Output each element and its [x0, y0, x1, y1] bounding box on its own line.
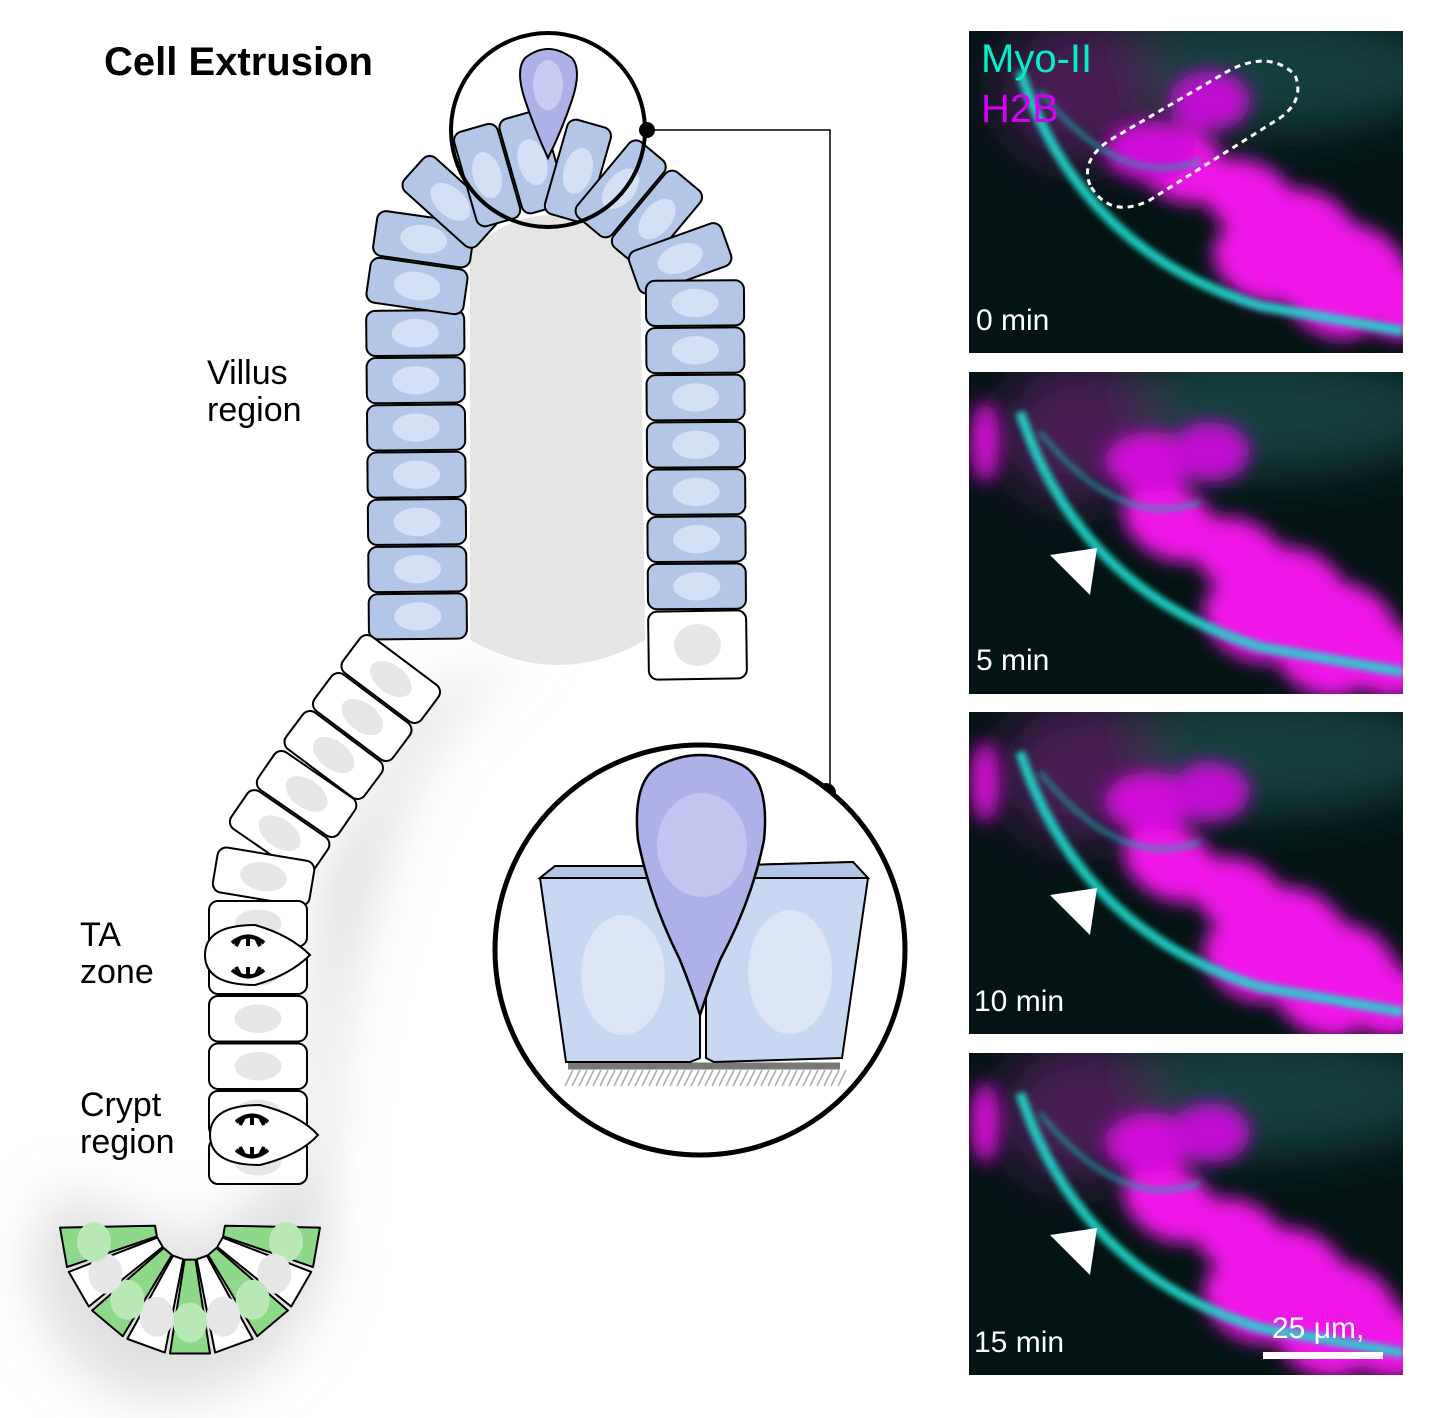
crypt-cell [91, 1247, 173, 1338]
epithelial-cell [340, 633, 442, 725]
epithelial-cell [365, 256, 469, 316]
panel-time-label: 5 min [976, 644, 1049, 677]
epithelial-cell [627, 222, 733, 295]
crypt-cell [222, 1221, 321, 1269]
epithelial-cell [208, 1042, 308, 1090]
villus-label-line1: Villus [207, 354, 288, 392]
epithelial-cell [366, 450, 467, 499]
microscopy-panels [969, 31, 1403, 1375]
crypt-cell [207, 1247, 289, 1338]
epithelial-cell [645, 420, 747, 469]
epithelial-cell [211, 846, 316, 907]
epithelial-cell [366, 497, 468, 546]
epithelium-cells [59, 109, 748, 1355]
epithelial-cell [367, 545, 468, 594]
microscopy-panel [969, 712, 1403, 1034]
scale-bar-label: 25 μm, [1272, 1312, 1364, 1345]
connector-dot [639, 122, 655, 138]
crypt-cell [59, 1221, 158, 1269]
legend-h2b: H2B [981, 87, 1059, 131]
epithelial-cell [543, 118, 612, 224]
microscopy-panel [969, 31, 1403, 353]
panel-time-label: 15 min [974, 1326, 1064, 1359]
ta-label-line1: TA [80, 916, 121, 954]
arrowhead-icon [1050, 888, 1097, 935]
epithelial-cell [366, 403, 467, 452]
crypt-cell [126, 1254, 185, 1354]
panel-time-label: 10 min [974, 985, 1064, 1018]
epithelial-cell [365, 356, 466, 405]
villus-label-line2: region [207, 391, 302, 429]
epithelial-cell [645, 326, 746, 375]
chromosome-icon [234, 1146, 270, 1159]
extruding-cell-outline [1086, 59, 1300, 209]
crypt-cell [216, 1236, 313, 1308]
epithelial-cell [646, 515, 747, 564]
legend-myo-ii: Myo-II [981, 37, 1092, 81]
arrowhead-icon [1050, 548, 1097, 595]
epithelial-cell [208, 994, 308, 1043]
epithelial-cell [365, 309, 466, 358]
microscopy-panel [969, 372, 1403, 694]
epithelial-cell [311, 672, 413, 763]
figure-title: Cell Extrusion [104, 40, 373, 84]
chromosome-icon [234, 1113, 270, 1126]
crypt-cell [168, 1258, 212, 1355]
epithelial-cell [645, 373, 746, 422]
chromosome-icon [230, 934, 266, 947]
ta-label-line2: zone [80, 953, 154, 991]
microscopy-panel [969, 1053, 1403, 1375]
crypt-label-line2: region [80, 1123, 175, 1161]
extruding-cell [519, 48, 578, 161]
epithelial-cell [255, 749, 358, 839]
epithelial-cell [610, 169, 703, 269]
epithelial-cell [647, 609, 748, 681]
panel-time-label: 0 min [976, 304, 1049, 337]
dividing-cell-ta [203, 923, 312, 987]
extrusion-zoom-inset [492, 742, 908, 1158]
epithelial-cell [644, 279, 746, 327]
crypt-label-line1: Crypt [80, 1086, 162, 1124]
arrowhead-icon [1050, 1228, 1097, 1275]
epithelial-cell [646, 468, 747, 516]
epithelial-cell [228, 789, 331, 878]
epithelial-cell [283, 710, 384, 801]
crypt-cell [67, 1236, 164, 1308]
epithelial-cell [646, 562, 747, 611]
crypt-cell [195, 1254, 254, 1354]
connector-line [647, 129, 831, 793]
chromosome-icon [230, 966, 266, 979]
scale-bar [1263, 1352, 1383, 1359]
epithelial-cell [367, 592, 468, 641]
dividing-cell-crypt [208, 1103, 320, 1167]
